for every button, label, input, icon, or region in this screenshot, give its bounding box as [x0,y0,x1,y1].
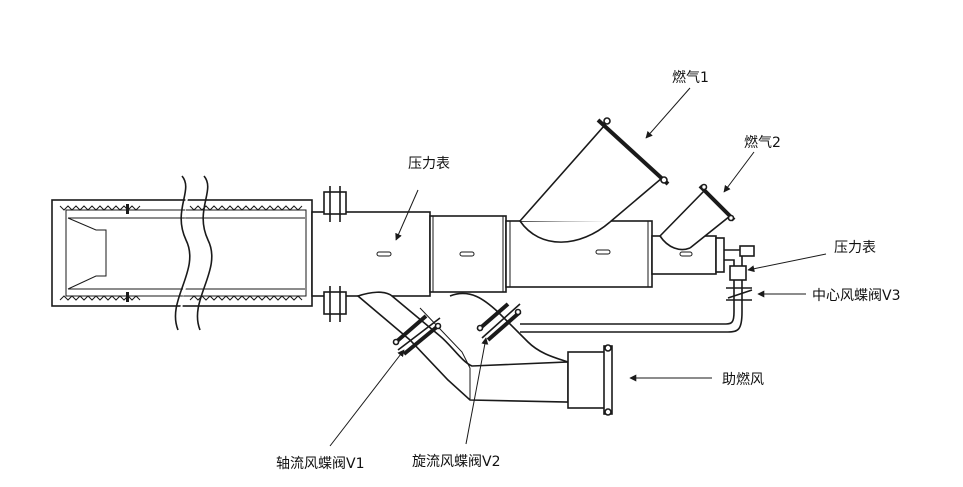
swirl-air-valve-v2 [476,302,522,342]
leader-lines [329,87,827,447]
center-air-pipe [520,245,755,333]
center-air-valve-label: 中心风蝶阀V3 [812,288,900,304]
break-line [174,175,213,331]
pressure-gauge-side-label: 压力表 [834,240,876,256]
axial-air-valve-label: 轴流风蝶阀V1 [276,456,364,472]
gas-1-inlet [519,117,670,243]
swirl-air-valve-label: 旋流风蝶阀V2 [412,454,500,470]
combustion-air-duct [356,291,613,416]
gas-2-inlet [659,183,736,251]
combustion-air-label: 助燃风 [722,371,764,388]
pressure-gauge-main-label: 压力表 [408,156,450,172]
gas-2-label: 燃气2 [744,134,781,151]
gas-1-label: 燃气1 [672,69,709,86]
axial-air-valve-v1 [392,314,442,356]
